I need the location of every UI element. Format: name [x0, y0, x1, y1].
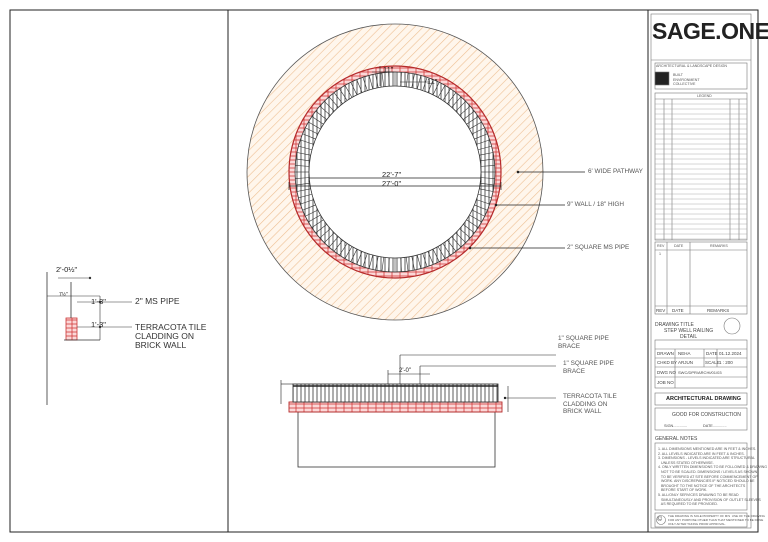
note-line: NOT TO BE SCALED. DIMENSIONS / LEVELS AS… — [658, 469, 758, 474]
note-line: 3. DIMENSIONS - LEVELS INDICATED ARE STR… — [658, 456, 755, 461]
chkd-value: ARJUN — [678, 360, 694, 365]
notes-header: GENERAL NOTES — [655, 436, 698, 442]
drawn-value: NEHA — [678, 351, 691, 356]
drawing-title-label: DRAWING TITLE — [655, 322, 694, 328]
drawing-category: ARCHITECTURAL DRAWING — [666, 396, 742, 402]
drawn-label: DRAWN — [657, 351, 674, 356]
rev-header-rev: REV — [657, 244, 665, 248]
label-ms-pipe: 2" MS PIPE — [135, 296, 180, 306]
label-wall: 9" WALL / 18" HIGH — [567, 201, 624, 208]
brand-logo: SAGE.ONE — [652, 18, 768, 44]
dim-width: 2'-0½" — [56, 265, 78, 274]
note-line: UNLESS STATED OTHERWISE. — [658, 460, 714, 465]
drawing-title: STEP WELL RAILING DETAIL — [664, 328, 714, 340]
plan-view — [246, 23, 585, 321]
note-line: BEFORE START OF WORK. — [658, 488, 708, 493]
note-line: BROUGHT TO THE NOTICE OF THE ARCHITECTS — [658, 483, 746, 488]
note-line: AS REQUIRED TO BE PROVIDED. — [658, 502, 718, 507]
sign-date: DATE............. — [703, 424, 727, 428]
section-detail — [46, 272, 132, 405]
date-label: DATE — [706, 351, 718, 356]
scale-label: SCALE — [705, 360, 720, 365]
general-notes-list: 1. ALL DIMENSIONS MENTIONED ARE IN FEET … — [658, 447, 768, 507]
chkd-label: CHKD BY — [657, 360, 678, 365]
dim-small: 7½" — [59, 292, 68, 298]
label-brace-a: 1" SQUARE PIPE BRACE — [558, 335, 609, 350]
label-square-pipe: 2" SQUARE MS PIPE — [567, 244, 630, 251]
rev-header-date: DATE — [674, 244, 684, 248]
dim-top-b: 11" — [427, 77, 438, 86]
note-line: WORK. ANY DISCREPANCIES IF NOTICED SHOUL… — [658, 479, 755, 484]
dim-height-1: 1'-3" — [91, 297, 106, 306]
construction-status: GOOD FOR CONSTRUCTION — [672, 412, 741, 418]
sign-label: SIGN............. — [664, 424, 687, 428]
firm-line: ARCHITECTURAL & LANDSCAPE DESIGN — [656, 64, 727, 68]
job-label: JOB NO — [657, 380, 674, 385]
rev-header-remarks: REMARKS — [710, 244, 728, 248]
copyright-icon: © — [657, 516, 663, 523]
note-line: 5. ALL/ONLY SERVICES DRAWING TO BE READ — [658, 492, 739, 497]
note-line: 2. ALL LEVELS INDICATED ARE IN FEET & IN… — [658, 451, 745, 456]
dim-inner-diameter: 22'-7" — [382, 170, 402, 179]
label-pathway: 6' WIDE PATHWAY — [588, 168, 643, 175]
rev-footer-date: DATE — [672, 308, 684, 313]
title-block-frame — [650, 13, 752, 529]
label-elev-cladding: TERRACOTA TILE CLADDING ON BRICK WALL — [563, 393, 617, 415]
note-line: SIMULTANEOUSLY AND PROVISION OF OUTLET S… — [658, 497, 761, 502]
rev-footer-rev: REV — [656, 308, 666, 313]
label-cladding: TERRACOTA TILE CLADDING ON BRICK WALL — [135, 322, 207, 350]
dim-elev-top: 2'-0" — [399, 368, 411, 374]
dwg-label: DWG NO — [657, 370, 676, 375]
note-line: 1. ALL DIMENSIONS MENTIONED ARE IN FEET … — [658, 447, 757, 451]
rev-footer-remarks: REMARKS — [707, 308, 730, 313]
note-line: 4. ONLY WRITTEN DIMENSIONS TO BE FOLLOWE… — [658, 465, 768, 470]
dim-height-2: 1'-3" — [91, 320, 106, 329]
legend-header: LEGEND — [697, 94, 712, 98]
rev-first: 1 — [659, 252, 661, 256]
scale-value: 1 : 200 — [719, 360, 733, 365]
date-value: 01.12.2024 — [719, 351, 742, 356]
label-brace-b: 1" SQUARE PIPE BRACE — [563, 360, 614, 375]
copyright-note: THE DRAWING IS SOLE PROPERTY OF M/S USE … — [668, 514, 765, 526]
firm-name: BUILT ENVIRONMENT COLLECTIVE — [673, 73, 700, 87]
dwg-value: SWC/DPR/ARCHI/01/03 — [678, 370, 722, 375]
dim-outer-diameter: 27'-0" — [382, 179, 402, 188]
elevation-view — [280, 354, 556, 468]
dim-top-a: 11" — [383, 65, 394, 74]
note-line: TO BE VERIFIED AT SITE BEFORE COMMENCEME… — [658, 474, 758, 479]
